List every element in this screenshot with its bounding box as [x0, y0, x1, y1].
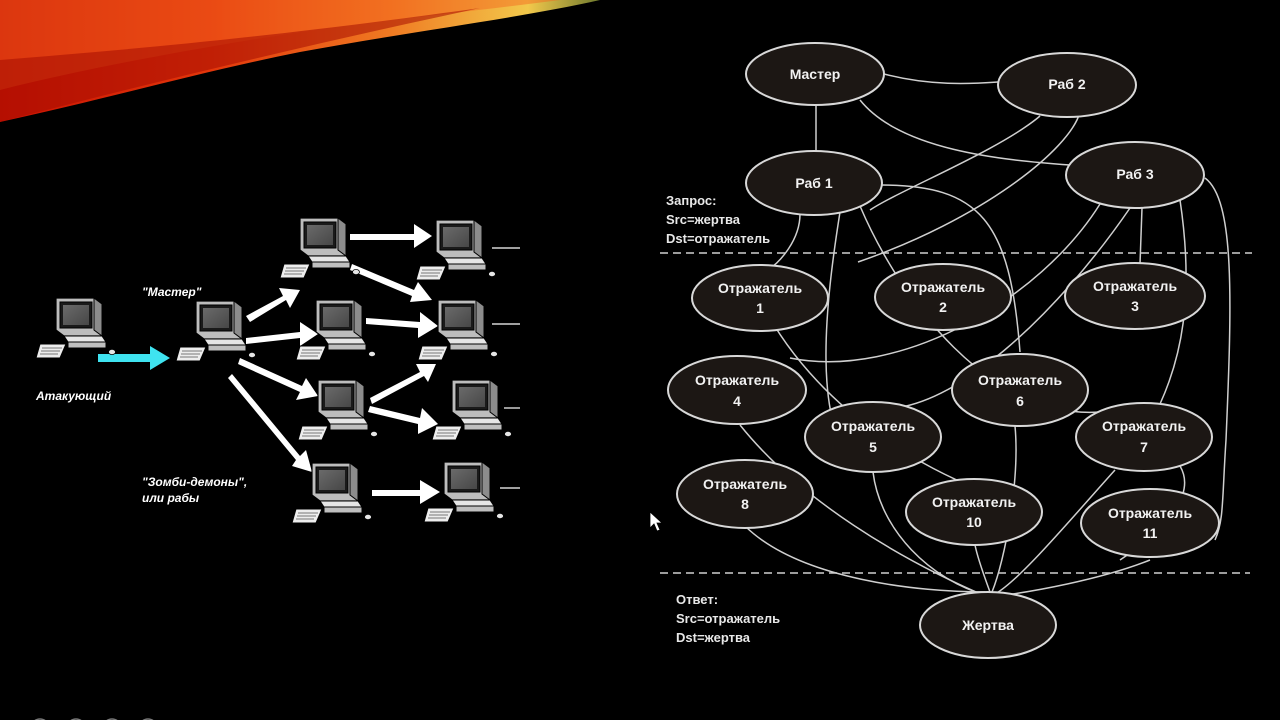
slide-nav-dots	[34, 718, 154, 720]
master-computer-icon	[176, 300, 256, 362]
response-dst: Dst=жертва	[676, 630, 751, 645]
reflector-1-word: Отражатель	[718, 280, 803, 296]
reflector-3-number: 3	[1131, 298, 1139, 314]
reflector-4-number: 4	[733, 393, 741, 409]
reflector-11-word: Отражатель	[1108, 505, 1193, 521]
node-reflector-4: Отражатель 4	[667, 355, 807, 425]
target-computer-icon	[416, 219, 496, 281]
attacker-arrow	[98, 346, 170, 370]
node-rab1-label: Раб 1	[795, 175, 832, 191]
master-label: "Мастер"	[142, 285, 202, 299]
zombie-label-line2: или рабы	[142, 491, 200, 505]
node-rab3-label: Раб 3	[1116, 166, 1153, 182]
node-master: Мастер	[745, 42, 885, 106]
reflector-5-word: Отражатель	[831, 418, 916, 434]
node-victim-label: Жертва	[961, 617, 1014, 633]
banner-swoosh	[0, 0, 600, 122]
node-reflector-8: Отражатель 8	[676, 459, 814, 529]
reflector-1-number: 1	[756, 300, 764, 316]
reflector-8-number: 8	[741, 496, 749, 512]
target-computer-icon	[432, 379, 512, 441]
reflector-2-number: 2	[939, 299, 947, 315]
reflector-7-word: Отражатель	[1102, 418, 1187, 434]
node-rab2: Раб 2	[997, 52, 1137, 118]
mouse-cursor-icon	[649, 511, 664, 532]
node-rab2-label: Раб 2	[1048, 76, 1085, 92]
node-reflector-10: Отражатель 10	[905, 478, 1043, 546]
node-reflector-7: Отражатель 7	[1075, 402, 1213, 472]
zombie-computer-icon	[280, 217, 360, 279]
banner-swoosh-dark	[0, 8, 480, 122]
node-reflector-3: Отражатель 3	[1064, 262, 1206, 330]
reflector-6-word: Отражатель	[978, 372, 1063, 388]
node-reflector-1: Отражатель 1	[691, 264, 829, 332]
reflector-8-word: Отражатель	[703, 476, 788, 492]
node-reflector-2: Отражатель 2	[874, 263, 1012, 331]
banner-swoosh-highlight	[0, 0, 560, 90]
response-src: Src=отражатель	[676, 611, 780, 626]
reflector-5-number: 5	[869, 439, 877, 455]
reflector-10-word: Отражатель	[932, 494, 1017, 510]
response-title: Ответ:	[676, 592, 718, 607]
request-src: Src=жертва	[666, 212, 741, 227]
reflector-6-number: 6	[1016, 393, 1024, 409]
reflector-diagram: Мастер Раб 2 Раб 1 Раб 3 Отражатель 1 От…	[660, 42, 1252, 659]
node-reflector-11: Отражатель 11	[1080, 488, 1220, 558]
node-rab3: Раб 3	[1065, 141, 1205, 209]
reflector-10-number: 10	[966, 514, 982, 530]
node-victim: Жертва	[919, 591, 1057, 659]
attacker-computer-icon	[36, 297, 116, 359]
reflector-7-number: 7	[1140, 439, 1148, 455]
node-reflector-5: Отражатель 5	[804, 401, 942, 473]
node-rab1: Раб 1	[745, 150, 883, 216]
reflector-3-word: Отражатель	[1093, 278, 1178, 294]
botnet-illustration: "Мастер" Атакующий "Зомби-демоны", или р…	[35, 217, 520, 524]
zombie-computer-icon	[292, 462, 372, 524]
request-dst: Dst=отражатель	[666, 231, 770, 246]
request-title: Запрос:	[666, 193, 717, 208]
reflector-4-word: Отражатель	[695, 372, 780, 388]
node-master-label: Мастер	[790, 66, 841, 82]
attacker-label: Атакующий	[35, 389, 112, 403]
zombie-label-line1: "Зомби-демоны",	[142, 475, 247, 489]
reflector-11-number: 11	[1143, 525, 1158, 541]
node-reflector-6: Отражатель 6	[951, 353, 1089, 427]
reflector-2-word: Отражатель	[901, 279, 986, 295]
attack-arrows	[228, 224, 440, 504]
